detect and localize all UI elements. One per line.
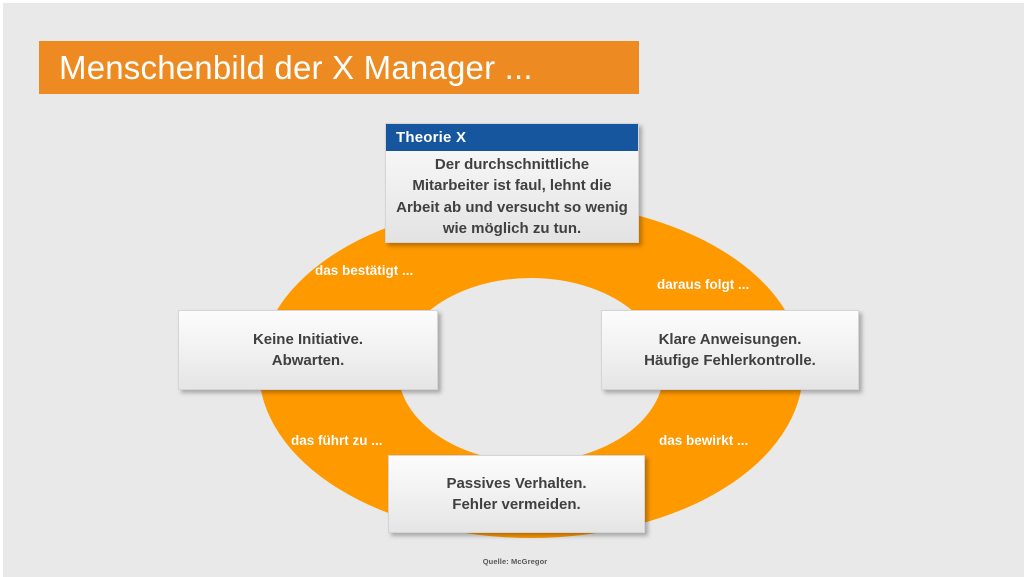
theorie-x-body: Der durchschnittliche Mitarbeiter ist fa… (386, 151, 638, 242)
connector-label-bottom-left: das führt zu ... (291, 433, 383, 448)
theorie-x-header: Theorie X (386, 124, 638, 151)
connector-label-top-right: daraus folgt ... (657, 277, 750, 292)
theorie-x-title: Theorie X (396, 129, 467, 146)
cycle-node-right: Klare Anweisungen. Häufige Fehlerkontrol… (601, 310, 859, 390)
theorie-x-box: Theorie X Der durchschnittliche Mitarbei… (385, 123, 639, 243)
theorie-x-text: Der durchschnittliche Mitarbeiter ist fa… (396, 155, 628, 237)
cycle-node-bottom: Passives Verhalten. Fehler vermeiden. (388, 455, 645, 533)
title-banner: Menschenbild der X Manager ... (39, 41, 639, 94)
cycle-node-left-text: Keine Initiative. Abwarten. (252, 330, 364, 369)
connector-label-bottom-right: das bewirkt ... (659, 433, 749, 448)
connector-label-top-left: das bestätigt ... (315, 263, 414, 278)
cycle-node-bottom-text: Passives Verhalten. Fehler vermeiden. (446, 474, 587, 513)
source-caption: Quelle: McGregor (482, 557, 548, 566)
cycle-node-right-text: Klare Anweisungen. Häufige Fehlerkontrol… (644, 330, 816, 369)
page-title: Menschenbild der X Manager ... (59, 49, 533, 86)
cycle-node-left: Keine Initiative. Abwarten. (178, 310, 438, 390)
